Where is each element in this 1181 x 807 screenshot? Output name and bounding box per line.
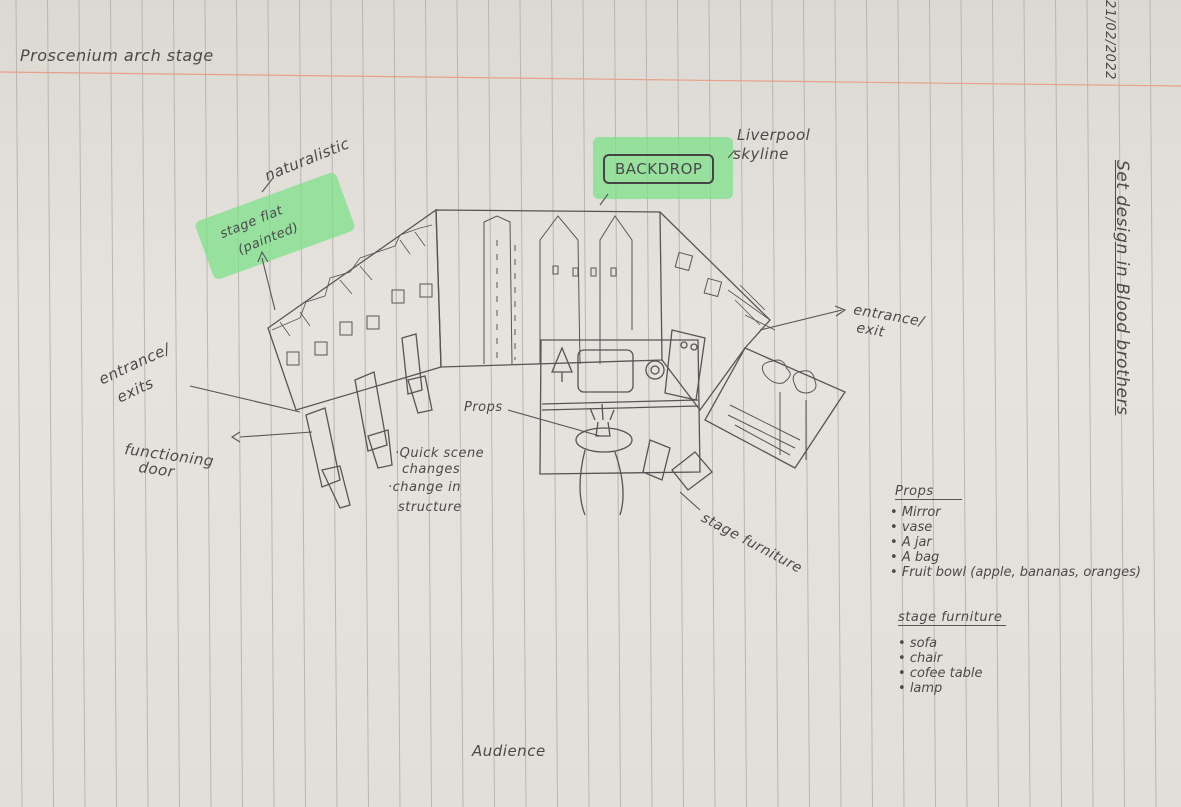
right-entrance-panel — [704, 347, 846, 469]
label-backdrop: BACKDROP — [603, 154, 715, 184]
door-2-base — [367, 429, 393, 469]
left-roof-lattice — [271, 224, 433, 337]
list-item: sofa — [898, 636, 983, 651]
ruled-line — [740, 0, 747, 807]
list-item: chair — [898, 651, 983, 666]
ruled-line — [771, 0, 779, 807]
label-quick-2: changes — [402, 462, 461, 477]
list-item: lamp — [898, 681, 983, 696]
tower-windows — [552, 265, 617, 277]
props-list: MirrorvaseA jarA bagFruit bowl (apple, b… — [890, 505, 1141, 580]
ruled-line — [141, 0, 149, 807]
list-item: Fruit bowl (apple, bananas, oranges) — [890, 565, 1141, 580]
label-skyline: skyline — [733, 145, 789, 163]
label-props-arrow: Props — [464, 400, 503, 415]
door-2 — [354, 371, 388, 452]
right-lattice — [727, 284, 776, 331]
ruled-line — [992, 0, 999, 807]
chair-1 — [642, 439, 671, 481]
ruled-line — [1023, 0, 1031, 807]
shelf — [541, 399, 699, 411]
wall-clock — [645, 360, 665, 380]
vase-plant — [589, 403, 615, 437]
inner-room — [539, 339, 701, 475]
backdrop-highlight — [593, 137, 733, 199]
ruled-line — [236, 0, 243, 807]
ruled-line — [456, 0, 464, 807]
ruled-line — [1118, 0, 1125, 807]
list-item: A jar — [890, 535, 1141, 550]
label-quick-4: structure — [398, 500, 462, 515]
right-stage-flat — [659, 211, 771, 412]
ruled-line — [15, 0, 23, 807]
ruled-line — [299, 0, 306, 807]
props-heading: Props — [895, 484, 962, 500]
ruled-line — [267, 0, 275, 807]
centre-towers — [483, 215, 633, 365]
ruled-line — [614, 0, 621, 807]
ruled-line — [488, 0, 495, 807]
cabinet — [664, 329, 706, 401]
ruled-line — [708, 0, 716, 807]
ruled-line — [173, 0, 180, 807]
door-1-base — [321, 465, 351, 509]
label-audience: Audience — [472, 742, 546, 760]
label-quick-3: ·change in — [388, 480, 461, 495]
door-3-base — [407, 375, 433, 414]
list-item: A bag — [890, 550, 1141, 565]
list-item: cofee table — [898, 666, 983, 681]
chair-2 — [671, 451, 713, 491]
page-title: Proscenium arch stage — [20, 46, 214, 65]
ruled-line — [677, 0, 684, 807]
right-windows — [674, 251, 723, 298]
table-legs — [579, 449, 624, 516]
ruled-line — [1055, 0, 1062, 807]
lamp-left — [551, 346, 573, 382]
furniture-list: sofachaircofee tablelamp — [898, 636, 983, 696]
door-1 — [305, 407, 341, 488]
mirror — [577, 349, 634, 393]
ruled-line — [645, 0, 653, 807]
door-3 — [401, 333, 423, 395]
ruled-line — [110, 0, 117, 807]
ruled-line — [866, 0, 873, 807]
ruled-line — [204, 0, 212, 807]
ruled-line — [393, 0, 401, 807]
list-item: vase — [890, 520, 1141, 535]
furniture-heading: stage furniture — [898, 610, 1007, 626]
ruled-line — [519, 0, 527, 807]
label-quick-1: ·Quick scene — [395, 446, 485, 461]
left-windows — [286, 283, 433, 366]
ruled-line — [1149, 0, 1157, 807]
centre-back-flat — [435, 209, 663, 368]
ruled-line — [425, 0, 432, 807]
ruled-line — [330, 0, 338, 807]
ruled-line — [78, 0, 86, 807]
ruled-line — [47, 0, 54, 807]
date: 21/02/2022 — [1102, 0, 1117, 80]
ruled-line — [1086, 0, 1094, 807]
coffee-table — [575, 427, 633, 453]
ruled-line — [362, 0, 369, 807]
side-title: Set design in Blood brothers — [1112, 160, 1132, 416]
margin-line — [0, 71, 1181, 87]
tower-dashes — [496, 240, 516, 360]
trees — [727, 359, 817, 460]
arrows — [189, 149, 847, 511]
label-liverpool: Liverpool — [737, 126, 811, 144]
list-item: Mirror — [890, 505, 1141, 520]
